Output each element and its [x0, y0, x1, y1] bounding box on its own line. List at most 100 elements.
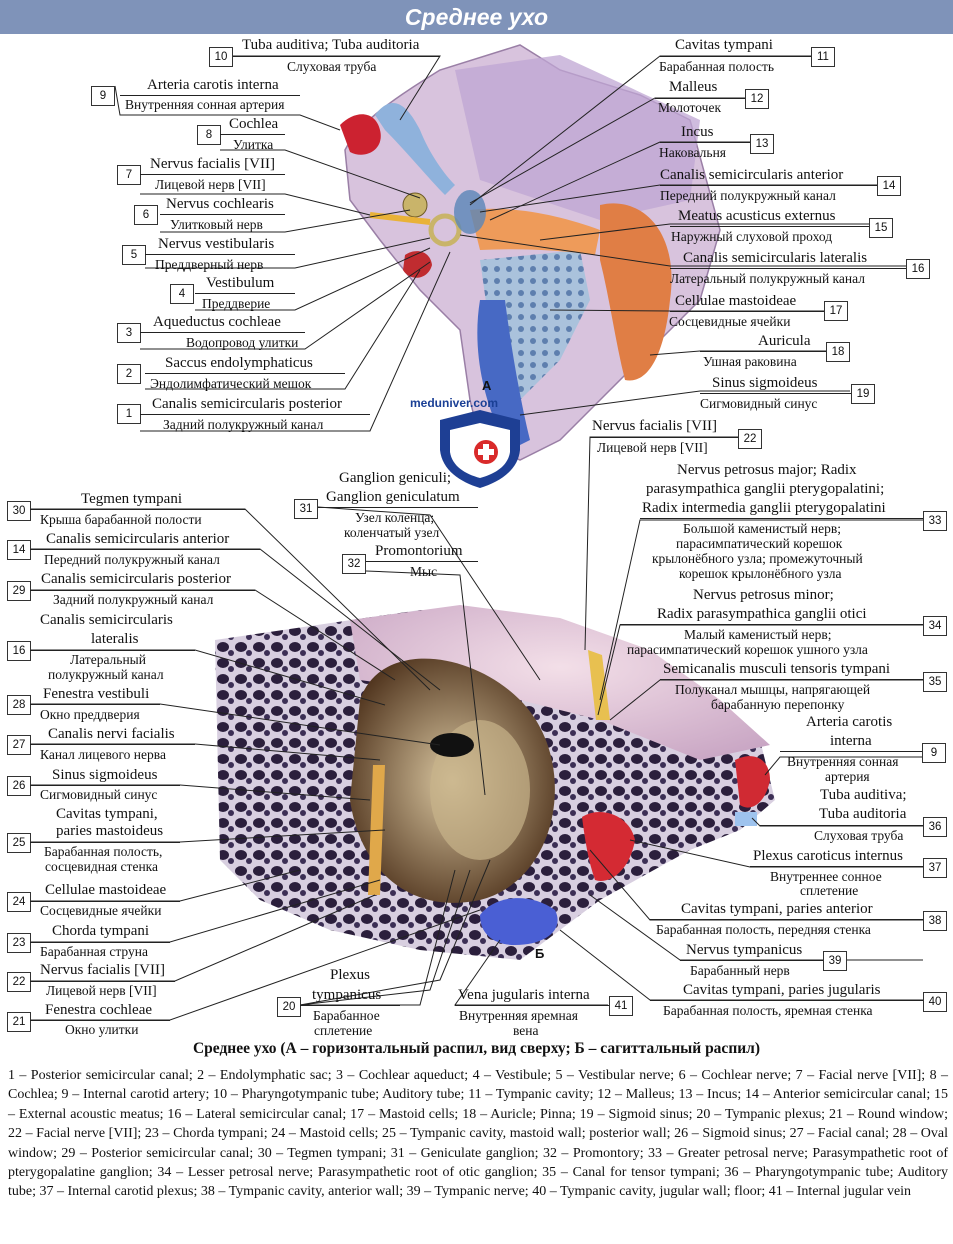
underline	[145, 373, 345, 374]
latin-label: Cellulae mastoideae	[675, 293, 797, 309]
label-number: 36	[923, 817, 947, 837]
latin-label: Vena jugularis interna	[458, 987, 590, 1003]
label-number: 39	[823, 951, 847, 971]
underline	[670, 226, 869, 227]
underline	[30, 590, 255, 591]
russian-label: Сосцевидные ячейки	[669, 314, 791, 329]
view-a-letter: А	[482, 378, 492, 393]
latin-label: Nervus vestibularis	[158, 236, 275, 252]
underline	[30, 942, 170, 943]
latin-label: parasympathica ganglii pterygopalatini;	[646, 481, 885, 497]
russian-label: крылонёбного узла; промежуточный	[652, 551, 863, 566]
latin-label: Malleus	[669, 79, 718, 95]
underline	[780, 751, 922, 752]
label-number: 23	[7, 933, 31, 953]
russian-label: Слуховая труба	[287, 59, 377, 74]
label-number: 11	[811, 47, 835, 67]
underline	[760, 825, 923, 826]
label-number: 26	[7, 776, 31, 796]
label-number: 13	[750, 134, 774, 154]
russian-label: Преддверный нерв	[155, 257, 264, 272]
underline	[366, 561, 478, 562]
label-number: 4	[170, 284, 194, 304]
label-number: 2	[117, 364, 141, 384]
underline	[750, 866, 923, 867]
label-number: 34	[923, 616, 947, 636]
russian-label: Барабанная полость, яремная стенка	[663, 1003, 873, 1018]
latin-label: Canalis semicircularis posterior	[152, 396, 342, 412]
label-number: 6	[134, 205, 158, 225]
latin-label: Tuba auditoria	[819, 806, 907, 822]
underline	[300, 1005, 400, 1006]
latin-label: Chorda tympani	[52, 923, 150, 939]
latin-label: Ganglion geniculi;	[339, 470, 452, 486]
label-number: 3	[117, 323, 141, 343]
latin-label: Semicanalis musculi tensoris tympani	[663, 661, 891, 677]
russian-label: Крыша барабанной полости	[40, 512, 202, 527]
russian-label: Наковальня	[659, 145, 726, 160]
label-number: 17	[824, 301, 848, 321]
russian-label: Лицевой нерв [VII]	[155, 177, 266, 192]
russian-label: сплетение	[314, 1023, 373, 1038]
label-number: 31	[294, 499, 318, 519]
russian-label: Передний полукружный канал	[44, 552, 220, 567]
latin-label: Fenestra cochleae	[45, 1002, 153, 1018]
russian-label: Окно преддверия	[40, 707, 140, 722]
label-number: 40	[923, 992, 947, 1012]
latin-label: lateralis	[91, 631, 139, 647]
latin-label: Sinus sigmoideus	[712, 375, 818, 391]
latin-label: Promontorium	[375, 543, 463, 559]
russian-label: Задний полукружный канал	[163, 417, 324, 432]
russian-label: Передний полукружный канал	[660, 188, 836, 203]
russian-label: Улитковый нерв	[170, 217, 263, 232]
page-title: Среднее ухо	[404, 3, 549, 30]
russian-label: Ушная раковина	[703, 354, 797, 369]
russian-label: полукружный канал	[48, 667, 164, 682]
latin-label: Nervus facialis [VII]	[592, 418, 717, 434]
latin-label: Nervus petrosus minor;	[693, 587, 834, 603]
russian-label: Задний полукружный канал	[53, 592, 214, 607]
label-number: 8	[197, 125, 221, 145]
underline	[220, 134, 285, 135]
latin-label: Ganglion geniculatum	[326, 489, 460, 505]
latin-label: Cavitas tympani, paries anterior	[681, 901, 873, 917]
underline	[680, 960, 823, 961]
underline	[318, 507, 478, 508]
russian-label: Слуховая труба	[814, 828, 904, 843]
latin-label: Saccus endolymphaticus	[165, 355, 313, 371]
label-number: 25	[7, 833, 31, 853]
underline	[700, 393, 851, 394]
russian-label: парасимпатический корешок	[676, 536, 843, 551]
latin-label: Tuba auditiva; Tuba auditoria	[242, 37, 420, 53]
view-b-letter: Б	[535, 946, 545, 961]
underline	[30, 842, 180, 843]
russian-label: Барабанное	[313, 1008, 380, 1023]
latin-label: Canalis semicircularis anterior	[46, 531, 230, 547]
underline	[620, 624, 923, 625]
underline	[30, 549, 260, 550]
latin-label: Canalis semicircularis lateralis	[683, 250, 868, 266]
label-number: 24	[7, 892, 31, 912]
underline	[30, 901, 180, 902]
underline	[655, 98, 745, 99]
russian-label: Лицевой нерв [VII]	[597, 440, 708, 455]
underline	[30, 981, 175, 982]
label-number: 37	[923, 858, 947, 878]
russian-label: Молоточек	[658, 100, 722, 115]
russian-label: Барабанная полость, передняя стенка	[656, 922, 871, 937]
underline	[160, 214, 285, 215]
russian-label: Барабанная полость,	[44, 844, 163, 859]
russian-label: Узел коленца;	[355, 510, 435, 525]
title-bar: Среднее ухо	[0, 0, 953, 34]
underline	[670, 268, 906, 269]
russian-label: парасимпатический корешок ушного узла	[627, 642, 868, 657]
figure-a	[340, 44, 721, 461]
underline	[30, 509, 245, 510]
russian-label: Внутренняя сонная	[787, 754, 899, 769]
underline	[30, 704, 160, 705]
label-number: 15	[869, 218, 893, 238]
russian-label: Сигмовидный синус	[40, 787, 158, 802]
russian-label: Мыс	[410, 564, 438, 579]
russian-label: Наружный слуховой проход	[671, 229, 833, 244]
